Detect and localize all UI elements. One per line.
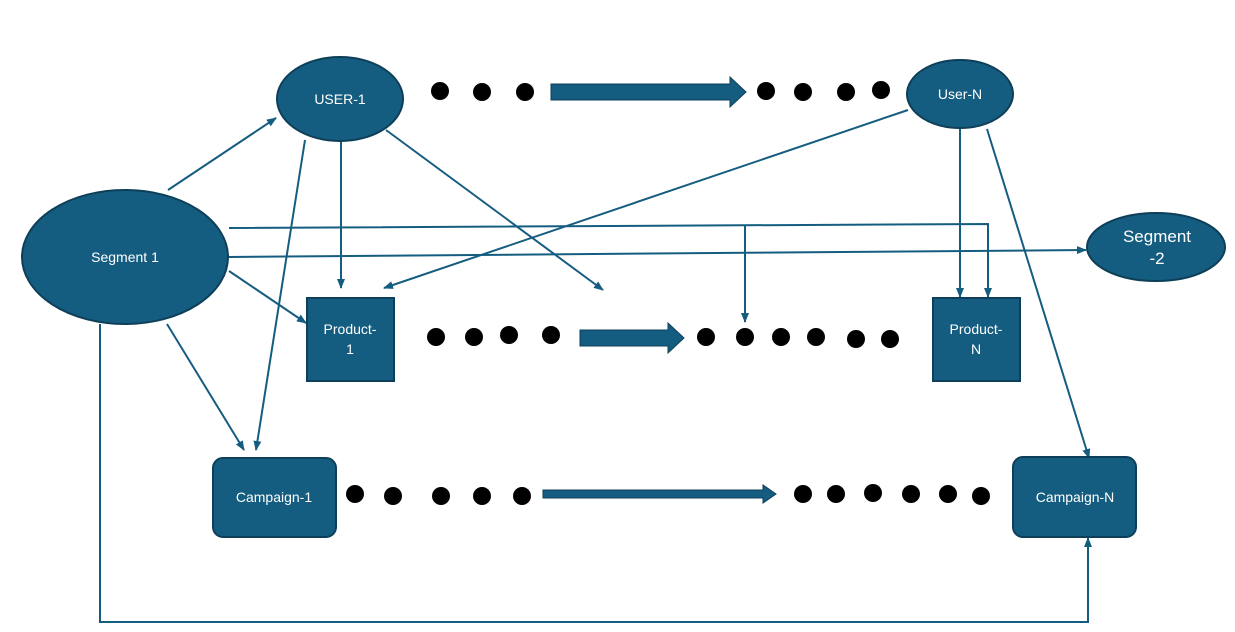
edge-user1-to-middle bbox=[385, 129, 604, 291]
segment-2-label-line1: Segment bbox=[1123, 227, 1191, 246]
edge-usern-to-product1 bbox=[383, 109, 909, 289]
edge-user1-to-campaign1 bbox=[253, 139, 306, 451]
edge-segment1-to-user1 bbox=[167, 117, 277, 191]
segment-2-label-line2: -2 bbox=[1149, 249, 1164, 268]
node-user-n: User-N bbox=[906, 59, 1014, 129]
dot bbox=[432, 487, 450, 505]
dot bbox=[881, 330, 899, 348]
block-arrow-products bbox=[579, 321, 685, 355]
dot bbox=[794, 83, 812, 101]
dot bbox=[736, 328, 754, 346]
block-arrow-users bbox=[550, 75, 747, 109]
dot bbox=[772, 328, 790, 346]
campaign-n-shape bbox=[1012, 456, 1137, 538]
dot bbox=[542, 326, 560, 344]
product-1-shape bbox=[306, 297, 395, 382]
dot bbox=[384, 487, 402, 505]
product-n-label-line2: N bbox=[971, 341, 981, 357]
edge-segment1-to-campaign1 bbox=[166, 323, 245, 451]
product-1-label-line2: 1 bbox=[346, 341, 354, 357]
node-user-1: USER-1 bbox=[276, 56, 404, 142]
dot bbox=[902, 485, 920, 503]
segment-2-shape bbox=[1086, 212, 1226, 282]
dot bbox=[794, 485, 812, 503]
dot bbox=[939, 485, 957, 503]
node-segment-2: Segment -2 bbox=[1086, 212, 1226, 282]
node-product-1: Product- 1 bbox=[306, 297, 395, 382]
edges bbox=[99, 109, 1092, 623]
dot bbox=[427, 328, 445, 346]
dot bbox=[837, 83, 855, 101]
edge-segment1-to-productn bbox=[228, 222, 992, 298]
dot bbox=[757, 82, 775, 100]
dot bbox=[972, 487, 990, 505]
dot bbox=[346, 485, 364, 503]
edge-segment1-to-product1 bbox=[228, 270, 307, 324]
dot bbox=[473, 83, 491, 101]
node-campaign-1: Campaign-1 bbox=[212, 457, 337, 538]
segment-1-shape bbox=[21, 189, 229, 325]
dot bbox=[513, 487, 531, 505]
dot bbox=[864, 484, 882, 502]
dot bbox=[465, 328, 483, 346]
dots-users-left bbox=[431, 82, 534, 101]
dots-campaigns-left bbox=[346, 485, 531, 505]
campaign-n-label: Campaign-N bbox=[1036, 489, 1115, 505]
campaign-1-shape bbox=[212, 457, 337, 538]
edge-segment1-to-campaignn bbox=[99, 324, 1092, 623]
dots-users-right bbox=[757, 81, 890, 101]
edge-usern-to-campaignn bbox=[986, 128, 1091, 459]
block-arrow-campaigns bbox=[542, 484, 777, 504]
product-1-label-line1: Product- bbox=[324, 321, 377, 337]
edge-segment1-to-segment2 bbox=[228, 246, 1087, 258]
node-product-n: Product- N bbox=[932, 297, 1021, 382]
dot bbox=[847, 330, 865, 348]
segment-1-label: Segment 1 bbox=[91, 249, 159, 265]
dots-campaigns-right bbox=[794, 484, 990, 505]
block-arrows bbox=[542, 75, 777, 504]
user-1-shape bbox=[276, 56, 404, 142]
product-n-shape bbox=[932, 297, 1021, 382]
node-campaign-n: Campaign-N bbox=[1012, 456, 1137, 538]
user-n-label: User-N bbox=[938, 86, 982, 102]
dots-products-left bbox=[427, 326, 560, 346]
dot bbox=[872, 81, 890, 99]
product-n-label-line1: Product- bbox=[950, 321, 1003, 337]
dot bbox=[697, 328, 715, 346]
user-n-shape bbox=[906, 59, 1014, 129]
dot bbox=[500, 326, 518, 344]
user-1-label: USER-1 bbox=[314, 91, 366, 107]
dot bbox=[807, 328, 825, 346]
dot bbox=[431, 82, 449, 100]
dots-products-right bbox=[697, 328, 899, 348]
campaign-1-label: Campaign-1 bbox=[236, 489, 312, 505]
dot bbox=[473, 487, 491, 505]
node-segment-1: Segment 1 bbox=[21, 189, 229, 325]
dot bbox=[827, 485, 845, 503]
dot bbox=[516, 83, 534, 101]
